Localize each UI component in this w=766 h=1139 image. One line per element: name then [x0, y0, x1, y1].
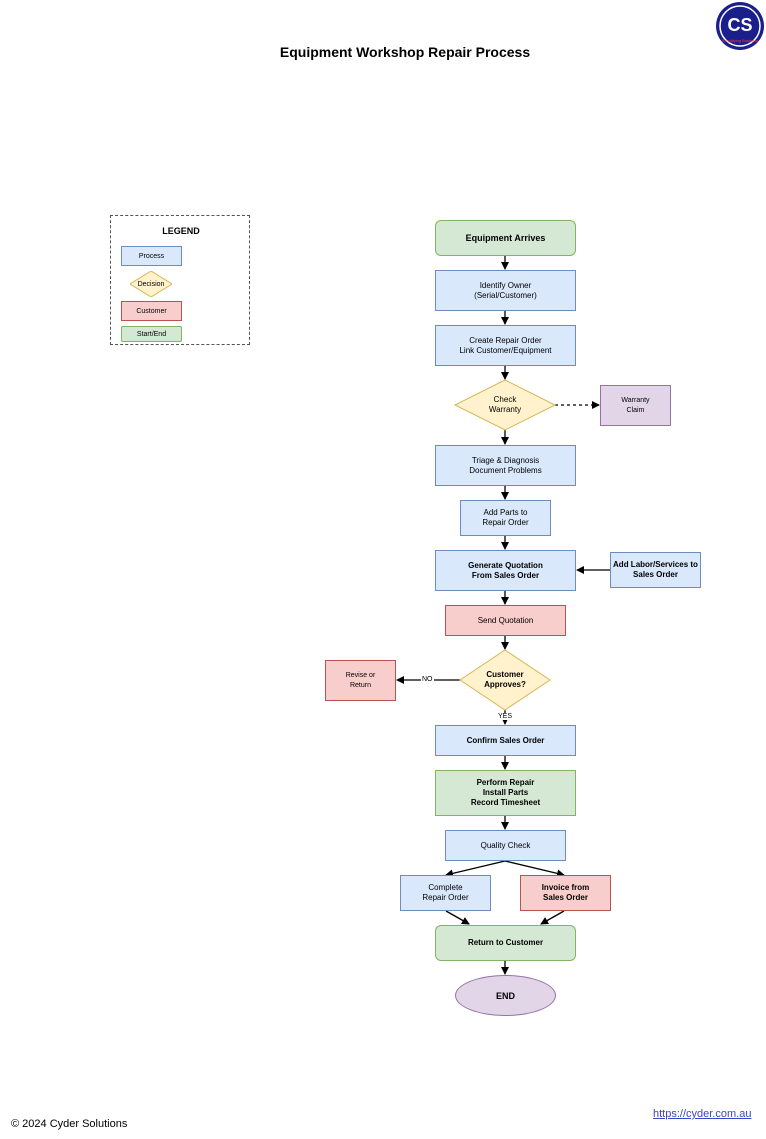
node-customer-approves-label: Customer Approves? [484, 670, 526, 689]
edge-invoice-return [540, 910, 565, 925]
decision-check-warranty [453, 379, 557, 431]
node-return-to-customer: Return to Customer [435, 925, 576, 961]
edge-complete-return [445, 910, 470, 925]
logo-tagline: Simplifying Business [722, 38, 759, 43]
legend: LEGEND Process Decision Customer Start/E… [110, 215, 250, 345]
node-complete-repair-order: Complete Repair Order [400, 875, 491, 911]
node-equipment-arrives: Equipment Arrives [435, 220, 576, 256]
node-confirm-sales-order: Confirm Sales Order [435, 725, 576, 756]
logo-text: CS [727, 15, 752, 35]
legend-process: Process [121, 246, 182, 266]
node-create-repair-order: Create Repair Order Link Customer/Equipm… [435, 325, 576, 366]
edge-quality-invoice [504, 860, 565, 878]
node-end: END [455, 975, 556, 1016]
node-quality-check: Quality Check [445, 830, 566, 861]
node-add-labor: Add Labor/Services to Sales Order [610, 552, 701, 588]
node-revise-return: Revise or Return [325, 660, 396, 701]
legend-decision-shape [130, 271, 172, 297]
node-send-quotation: Send Quotation [445, 605, 566, 636]
node-invoice: Invoice from Sales Order [520, 875, 611, 911]
edge-quality-complete [445, 860, 506, 878]
cyder-link[interactable]: https://cyder.com.au [653, 1108, 752, 1120]
legend-startend: Start/End [121, 326, 182, 342]
node-perform-repair: Perform Repair Install Parts Record Time… [435, 770, 576, 816]
node-triage-diagnosis: Triage & Diagnosis Document Problems [435, 445, 576, 486]
node-generate-quotation: Generate Quotation From Sales Order [435, 550, 576, 591]
legend-decision: Decision [137, 280, 165, 288]
cyder-logo[interactable]: CS Simplifying Business [715, 1, 765, 51]
edge-label-no: NO [421, 676, 434, 683]
legend-title: LEGEND [162, 226, 200, 236]
page-title: Equipment Workshop Repair Process [279, 44, 531, 60]
node-add-parts: Add Parts to Repair Order [460, 500, 551, 536]
node-warranty-claim: Warranty Claim [600, 385, 671, 426]
node-identify-owner: Identify Owner (Serial/Customer) [435, 270, 576, 311]
edge-label-yes: YES [497, 713, 514, 720]
copyright-text: © 2024 Cyder Solutions [11, 1118, 128, 1130]
decision-customer-approves [459, 649, 551, 711]
node-check-warranty-label: Check Warranty [488, 395, 522, 414]
legend-customer: Customer [121, 301, 182, 321]
